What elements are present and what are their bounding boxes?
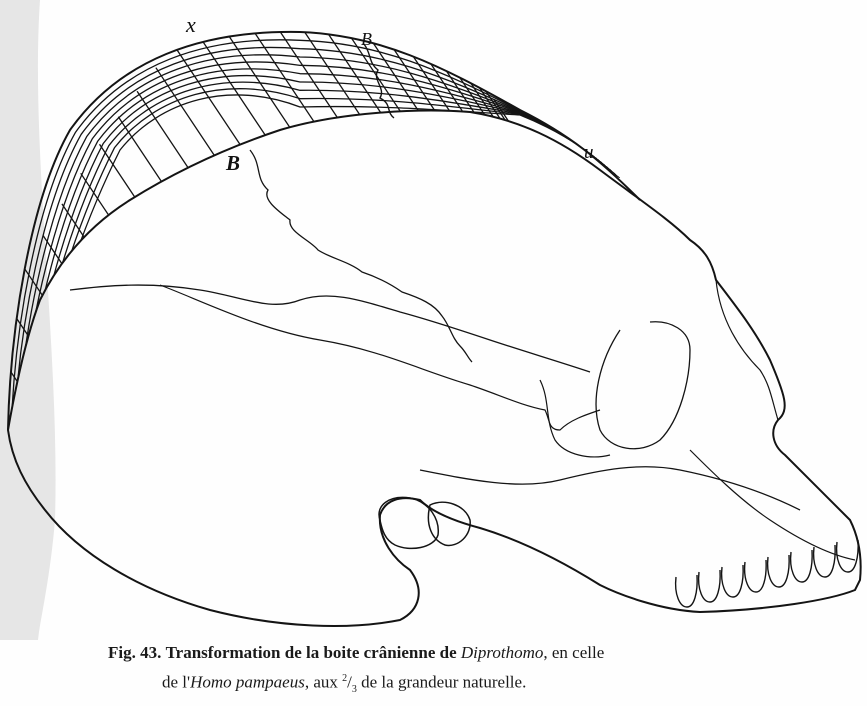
grid-line bbox=[250, 0, 350, 136]
orbit-outline bbox=[596, 322, 690, 449]
tooth bbox=[722, 565, 744, 597]
grid-line bbox=[456, 53, 556, 203]
caption-species: Homo pampaeus bbox=[190, 673, 305, 692]
temporal-line bbox=[70, 285, 590, 372]
skull-outline bbox=[8, 111, 861, 626]
outer-vault-arc bbox=[8, 32, 640, 430]
grid-curve bbox=[31, 82, 620, 414]
caption-text-1: Transformation de la boite crânienne de bbox=[166, 643, 457, 662]
caption-text-5: de la grandeur naturelle. bbox=[361, 673, 526, 692]
caption-line-1: Fig. 43. Transformation de la boite crân… bbox=[108, 640, 604, 666]
nasal-line bbox=[716, 280, 778, 420]
grid-line bbox=[569, 214, 669, 364]
maxilla-line bbox=[690, 450, 855, 560]
coronal-suture bbox=[250, 150, 472, 362]
grid-curve bbox=[28, 76, 620, 417]
grid-curve bbox=[38, 95, 620, 410]
tooth bbox=[768, 555, 790, 587]
grid-line bbox=[513, 126, 613, 276]
tooth bbox=[791, 550, 813, 582]
grid-curve bbox=[35, 89, 620, 413]
grid-line bbox=[419, 16, 519, 166]
grid-curve bbox=[15, 47, 620, 425]
label-u: u bbox=[584, 143, 594, 162]
grid-line bbox=[62, 204, 162, 354]
fraction-numerator: 2 bbox=[342, 673, 347, 684]
scan-margin-shading bbox=[0, 0, 56, 640]
tooth bbox=[676, 575, 698, 607]
grid-curve bbox=[18, 55, 620, 423]
grid-line bbox=[100, 144, 200, 294]
label-B-outer: B bbox=[361, 30, 372, 48]
grid-line bbox=[81, 173, 181, 323]
grid-curve bbox=[8, 32, 620, 430]
sphenoid-line bbox=[540, 380, 610, 457]
caption-line-2: de l'Homo pampaeus, aux 2/3 de la grande… bbox=[162, 666, 526, 703]
caption-text-3: de l' bbox=[162, 673, 190, 692]
transformation-grid bbox=[0, 0, 688, 520]
figure-number: Fig. 43. bbox=[108, 643, 161, 662]
grid-line bbox=[588, 246, 688, 396]
skull-illustration bbox=[0, 0, 867, 640]
label-B-inner: B bbox=[226, 153, 240, 174]
tooth bbox=[699, 570, 721, 602]
fraction-denominator: 3 bbox=[352, 684, 357, 695]
grid-line bbox=[550, 183, 650, 333]
caption-genus: Diprothomo bbox=[461, 643, 544, 662]
grid-line bbox=[306, 0, 406, 120]
grid-curve bbox=[25, 69, 620, 419]
grid-line bbox=[269, 0, 369, 128]
zygomatic-arch bbox=[420, 467, 800, 510]
caption-text-4: , aux bbox=[305, 673, 338, 692]
caption-text-2: , en celle bbox=[543, 643, 604, 662]
tooth bbox=[745, 560, 767, 592]
grid-line bbox=[193, 27, 293, 177]
label-x: x bbox=[186, 14, 196, 36]
